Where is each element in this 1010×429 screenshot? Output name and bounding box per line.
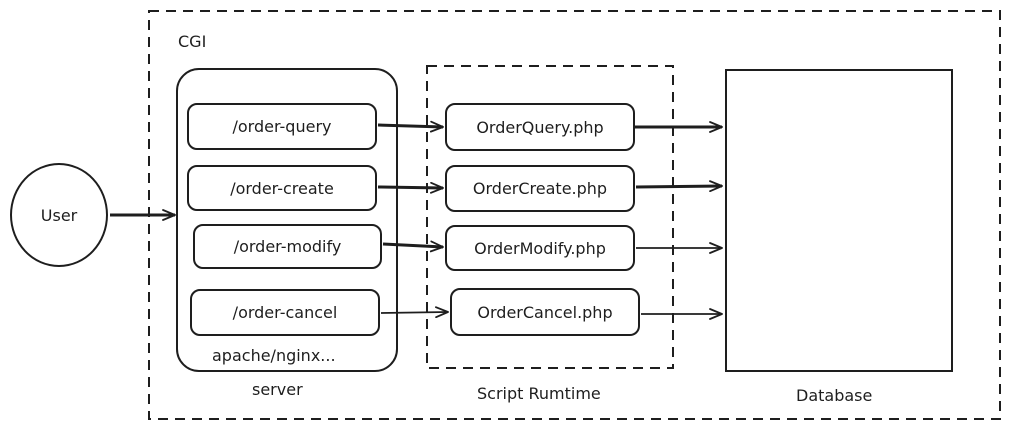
script-order-cancel: OrderCancel.php [450, 288, 640, 336]
arrow-order-create-to-script [377, 181, 444, 194]
route-label: /order-modify [233, 237, 342, 256]
user-node: User [10, 163, 108, 267]
script-label: OrderCreate.php [472, 179, 608, 198]
route-order-modify: /order-modify [193, 224, 382, 269]
script-runtime-label: Script Rumtime [477, 384, 601, 403]
script-order-query: OrderQuery.php [445, 103, 635, 151]
script-order-create: OrderCreate.php [445, 165, 635, 212]
route-label: /order-cancel [232, 303, 338, 322]
database-box [725, 69, 953, 372]
server-container [176, 68, 398, 372]
cgi-label: CGI [178, 32, 207, 51]
route-order-cancel: /order-cancel [190, 289, 380, 336]
database-label: Database [796, 386, 873, 405]
script-label: OrderCancel.php [477, 302, 613, 322]
user-label: User [40, 205, 78, 225]
route-order-create: /order-create [187, 165, 377, 211]
arrow-create-script-to-database [635, 180, 723, 193]
route-order-query: /order-query [187, 103, 377, 150]
arrow-order-query-to-script [377, 120, 444, 133]
arrow-order-cancel-to-script [380, 306, 449, 319]
server-inner-label: apache/nginx... [212, 346, 336, 365]
route-label: /order-create [230, 178, 334, 198]
route-label: /order-query [232, 117, 332, 136]
arrow-order-modify-to-script [382, 240, 444, 253]
script-label: OrderModify.php [474, 238, 606, 258]
script-label: OrderQuery.php [476, 117, 604, 137]
script-runtime-boundary [426, 65, 674, 369]
script-order-modify: OrderModify.php [445, 225, 635, 271]
server-label: server [252, 380, 303, 399]
